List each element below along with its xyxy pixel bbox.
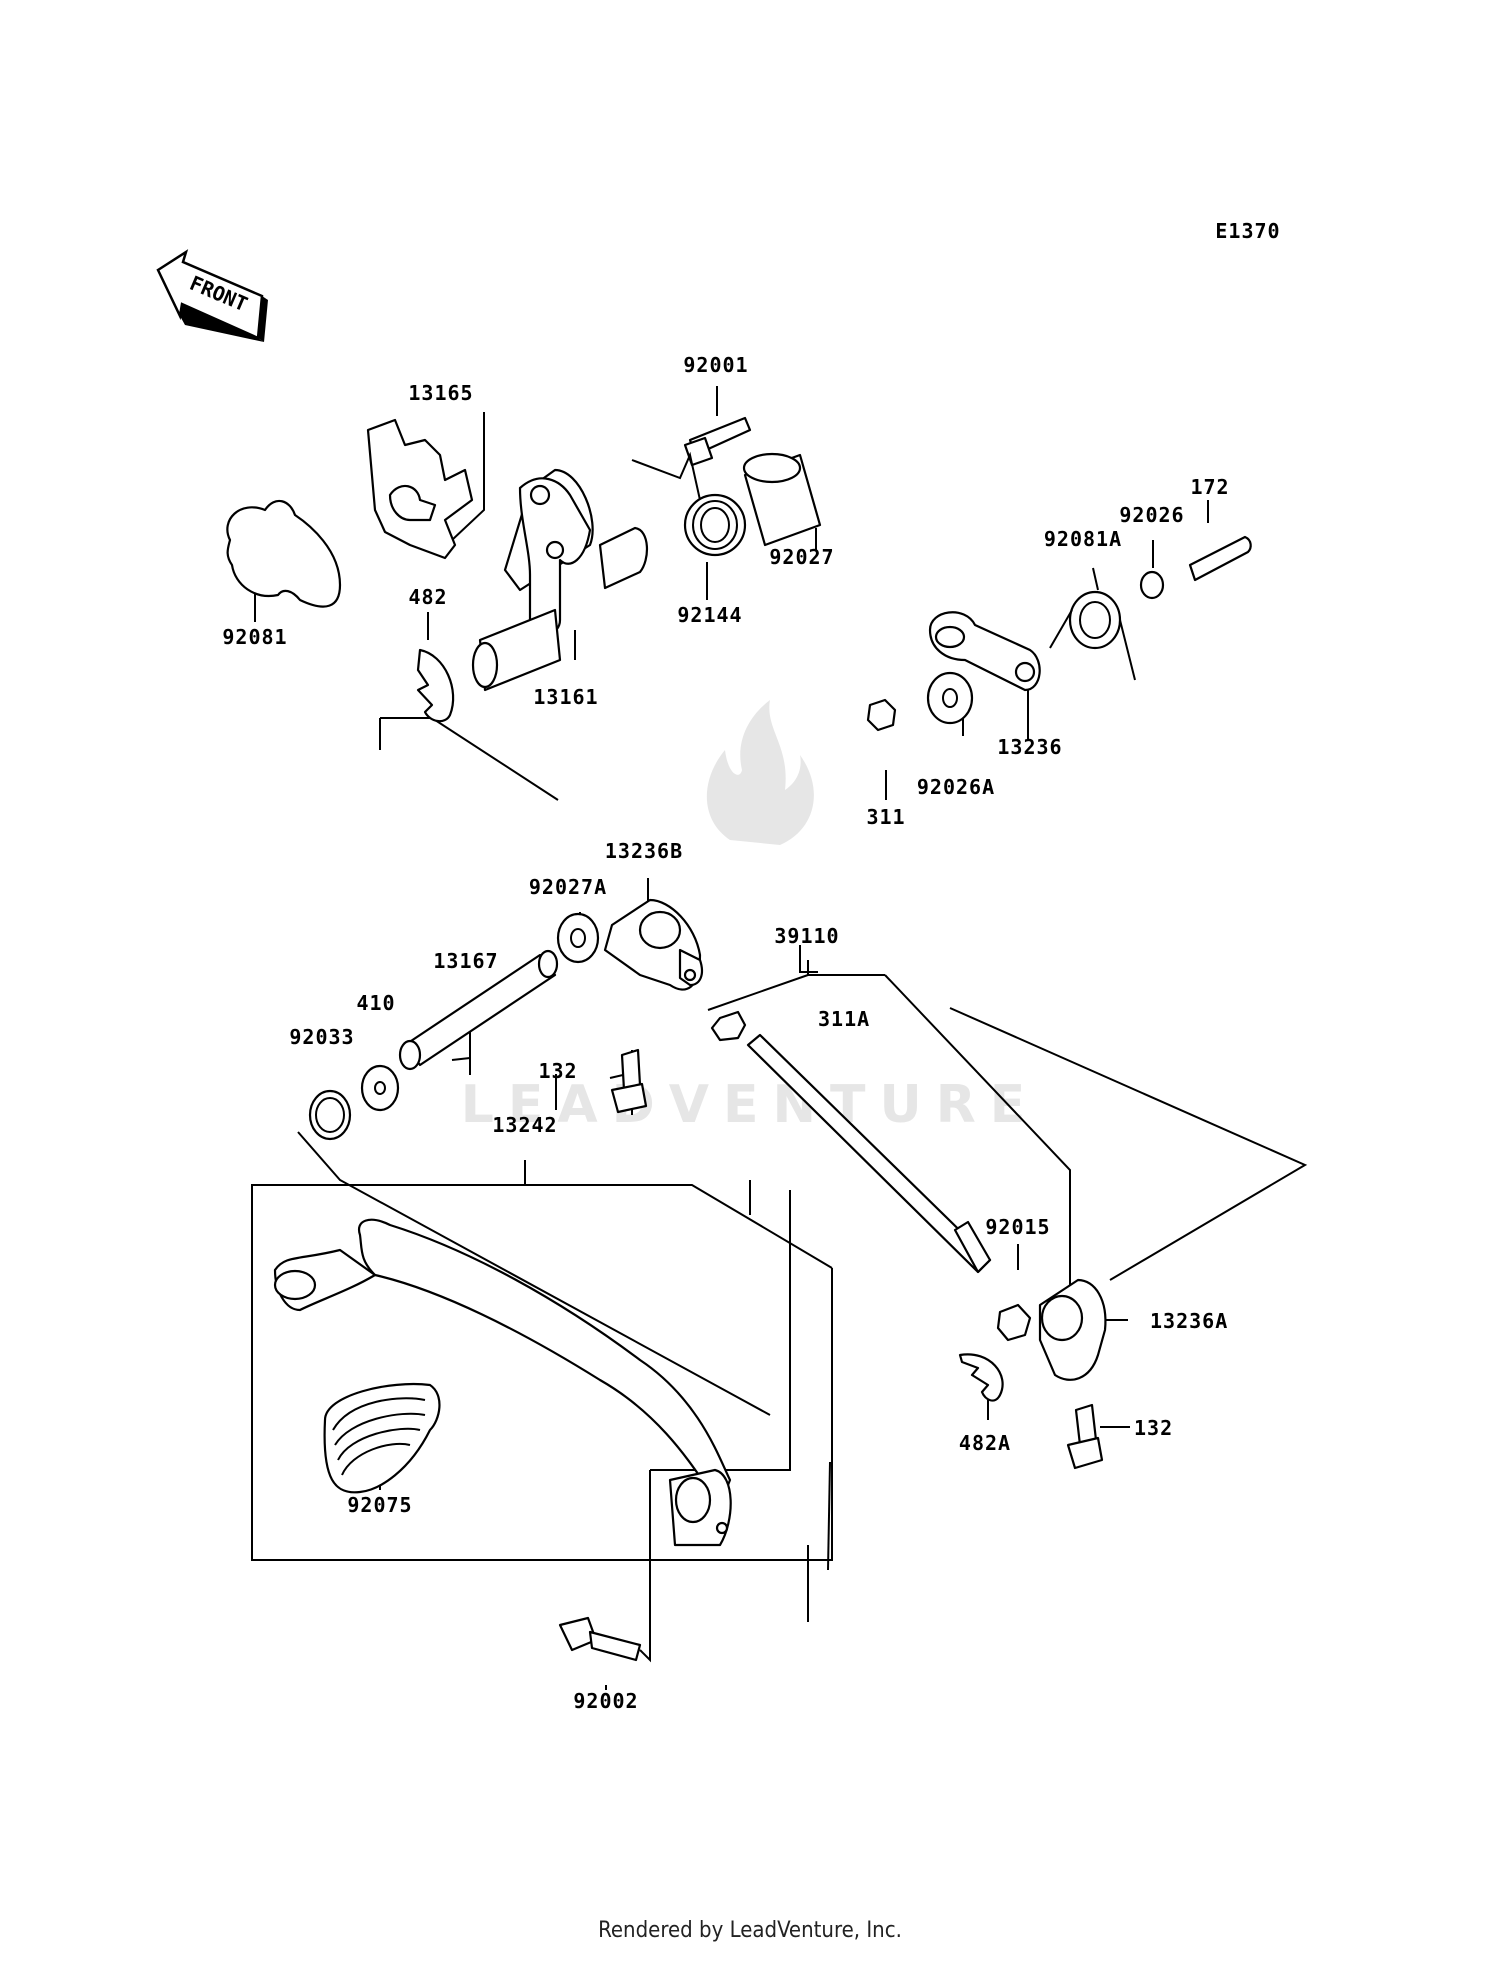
washer-92026A xyxy=(926,671,974,725)
plate-13165 xyxy=(366,418,474,560)
nut-311 xyxy=(866,698,897,732)
label-13161: 13161 xyxy=(533,685,598,709)
label-92015: 92015 xyxy=(985,1215,1050,1239)
bolt-132-left xyxy=(610,1048,648,1114)
bolt-132-right xyxy=(1066,1403,1104,1470)
clip-482A xyxy=(958,1353,1004,1402)
spring-92144 xyxy=(631,451,747,557)
clip-482 xyxy=(416,648,455,723)
nut-92015 xyxy=(996,1303,1032,1342)
nut-311A xyxy=(710,1010,747,1042)
label-92002: 92002 xyxy=(573,1689,638,1713)
label-92001: 92001 xyxy=(683,353,748,377)
label-311A: 311A xyxy=(818,1007,870,1031)
rod-13167 xyxy=(398,949,559,1071)
clamp-13236A xyxy=(1038,1278,1107,1381)
footer-credit: Rendered by LeadVenture, Inc. xyxy=(598,1918,902,1943)
label-311: 311 xyxy=(866,805,905,829)
label-13165: 13165 xyxy=(408,381,473,405)
front-arrow: FRONT xyxy=(156,249,268,342)
label-92026: 92026 xyxy=(1119,503,1184,527)
label-92033: 92033 xyxy=(289,1025,354,1049)
washer-92026 xyxy=(1139,570,1165,600)
label-132-right: 132 xyxy=(1134,1416,1173,1440)
oring-92081 xyxy=(226,499,342,608)
label-92026A: 92026A xyxy=(917,775,995,799)
label-92081A: 92081A xyxy=(1044,527,1122,551)
collar-92027 xyxy=(742,452,822,547)
bolt-92002 xyxy=(558,1616,642,1662)
tie-rod-39110 xyxy=(746,1033,992,1274)
label-13236B: 13236B xyxy=(605,839,683,863)
label-132-left: 132 xyxy=(538,1059,577,1083)
clamp-13236B xyxy=(603,898,704,991)
pin-92001 xyxy=(683,416,752,467)
pedal-13242 xyxy=(273,1218,732,1547)
washer-410 xyxy=(360,1064,400,1112)
part-labels: 92001 13165 92027 92144 92081 482 13161 … xyxy=(222,353,1229,1713)
diagram-code: E1370 xyxy=(1215,219,1280,243)
watermark: LEADVENTURE xyxy=(461,700,1040,1135)
washer-92027A xyxy=(556,912,600,964)
label-13242: 13242 xyxy=(492,1113,557,1137)
shift-shaft-13161 xyxy=(471,468,648,692)
label-482: 482 xyxy=(408,585,447,609)
pin-172 xyxy=(1188,535,1252,582)
label-13236: 13236 xyxy=(997,735,1062,759)
label-13167: 13167 xyxy=(433,949,498,973)
rubber-92075 xyxy=(323,1383,441,1494)
label-92081: 92081 xyxy=(222,625,287,649)
label-410: 410 xyxy=(356,991,395,1015)
label-92027A: 92027A xyxy=(529,875,607,899)
label-172: 172 xyxy=(1190,475,1229,499)
label-92075: 92075 xyxy=(347,1493,412,1517)
label-13236A: 13236A xyxy=(1150,1309,1228,1333)
label-39110: 39110 xyxy=(774,924,839,948)
plate-13165-cutout xyxy=(388,484,437,522)
label-482A: 482A xyxy=(959,1431,1011,1455)
arm-13236 xyxy=(928,611,1041,692)
watermark-text: LEADVENTURE xyxy=(461,1075,1040,1135)
spring-92081A xyxy=(1049,590,1136,681)
label-92027: 92027 xyxy=(769,545,834,569)
label-92144: 92144 xyxy=(677,603,742,627)
